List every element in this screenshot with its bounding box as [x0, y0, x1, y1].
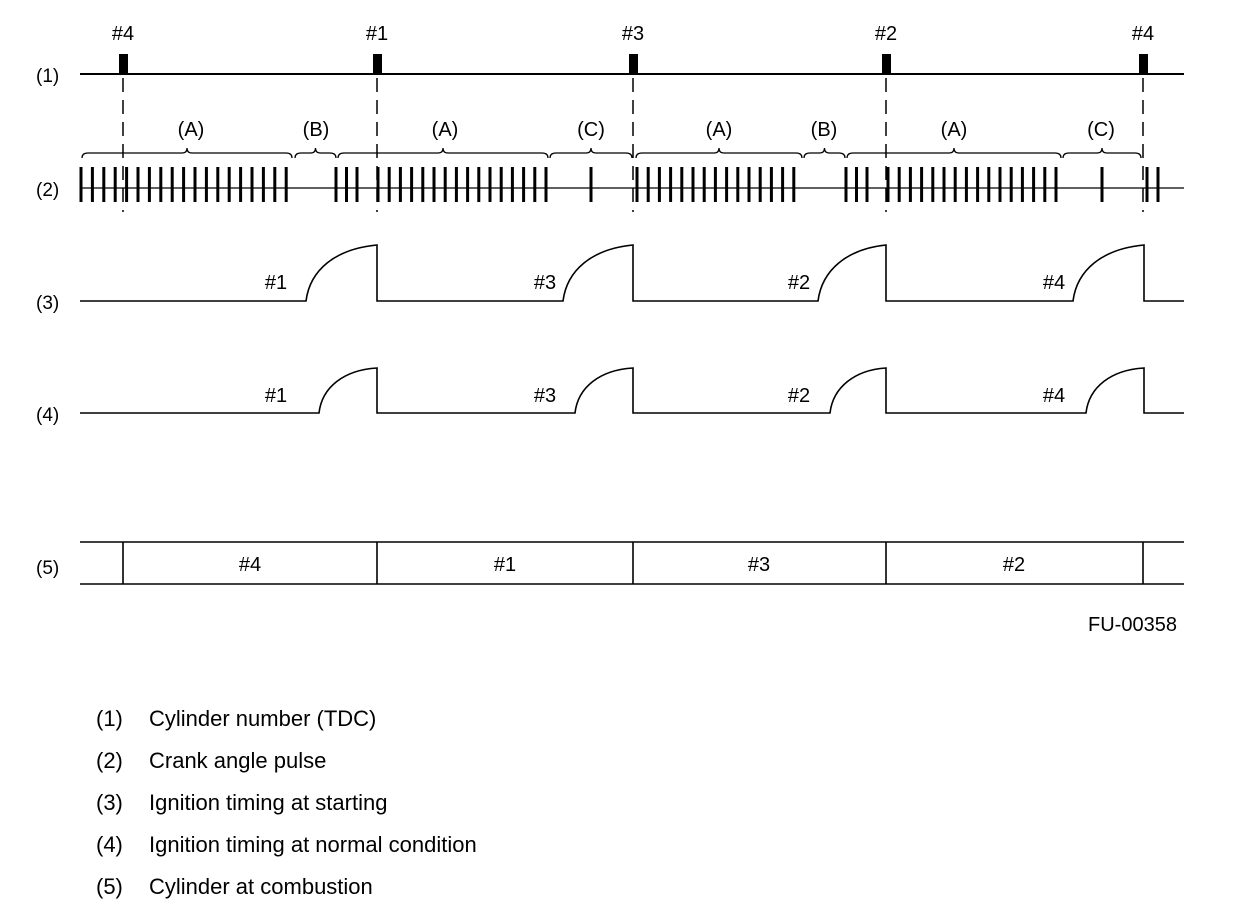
tdc-marker: #4 [112, 23, 134, 75]
segment-brace [81, 147, 293, 159]
tdc-marker: #2 [875, 23, 897, 75]
row-label-3: (3) [36, 293, 59, 314]
legend-number: (2) [96, 748, 123, 773]
segment-label: (C) [577, 119, 605, 141]
legend-item: (1) Cylinder number (TDC) [96, 703, 477, 745]
segment-brace [846, 147, 1062, 159]
tdc-marker-label: #4 [1132, 23, 1154, 45]
tdc-marker-label: #3 [622, 23, 644, 45]
segment-label: (A) [706, 119, 733, 141]
row-label-4: (4) [36, 405, 59, 426]
legend-text: Cylinder at combustion [149, 874, 373, 899]
combustion-cell: #4 [239, 554, 261, 576]
ignition-start-label: #2 [788, 272, 810, 294]
segment-brace [549, 147, 633, 159]
tdc-marker-block [629, 54, 638, 75]
legend-item: (2) Crank angle pulse [96, 745, 477, 787]
segment-brace [803, 147, 846, 159]
tdc-marker: #1 [366, 23, 388, 75]
tdc-marker-block [1139, 54, 1148, 75]
segment-label: (B) [811, 119, 838, 141]
tdc-marker-label: #4 [112, 23, 134, 45]
ignition-start-label: #3 [534, 272, 556, 294]
segment-label: (A) [941, 119, 968, 141]
tdc-marker-block [882, 54, 891, 75]
row-label-2: (2) [36, 180, 59, 201]
ignition-normal-label: #3 [534, 385, 556, 407]
ignition-normal-label: #1 [265, 385, 287, 407]
tdc-marker: #4 [1132, 23, 1154, 75]
tdc-marker-block [373, 54, 382, 75]
ignition-normal-waveform [80, 367, 1184, 414]
legend-item: (3) Ignition timing at starting [96, 787, 477, 829]
tdc-marker-label: #2 [875, 23, 897, 45]
legend-text: Ignition timing at starting [149, 790, 388, 815]
segment-label: (B) [303, 119, 330, 141]
row-label-5: (5) [36, 558, 59, 579]
legend: (1) Cylinder number (TDC) (2) Crank angle … [96, 703, 477, 913]
segment-brace [1062, 147, 1142, 159]
segment-braces [81, 147, 1142, 159]
segment-brace [635, 147, 803, 159]
legend-text: Crank angle pulse [149, 748, 327, 773]
legend-item: (5) Cylinder at combustion [96, 871, 477, 913]
ignition-start-label: #4 [1043, 272, 1065, 294]
segment-label: (A) [178, 119, 205, 141]
combustion-cell: #3 [748, 554, 770, 576]
ignition-start-label: #1 [265, 272, 287, 294]
segment-brace [294, 147, 337, 159]
crank-angle-pulses [79, 167, 1160, 202]
legend-number: (5) [96, 874, 123, 899]
legend-number: (4) [96, 832, 123, 857]
tdc-marker-label: #1 [366, 23, 388, 45]
segment-label: (A) [432, 119, 459, 141]
segment-label: (C) [1087, 119, 1115, 141]
ignition-normal-label: #4 [1043, 385, 1065, 407]
segment-brace [337, 147, 549, 159]
legend-text: Ignition timing at normal condition [149, 832, 477, 857]
combustion-table [80, 541, 1184, 585]
legend-item: (4) Ignition timing at normal condition [96, 829, 477, 871]
tdc-marker-block [119, 54, 128, 75]
legend-text: Cylinder number (TDC) [149, 706, 377, 731]
legend-number: (3) [96, 790, 123, 815]
legend-number: (1) [96, 706, 123, 731]
combustion-cell: #1 [494, 554, 516, 576]
ignition-start-waveform [80, 244, 1184, 302]
ignition-normal-label: #2 [788, 385, 810, 407]
row-label-1: (1) [36, 66, 59, 87]
tdc-marker: #3 [622, 23, 644, 75]
combustion-cell: #2 [1003, 554, 1025, 576]
figure-code: FU-00358 [1088, 614, 1177, 636]
